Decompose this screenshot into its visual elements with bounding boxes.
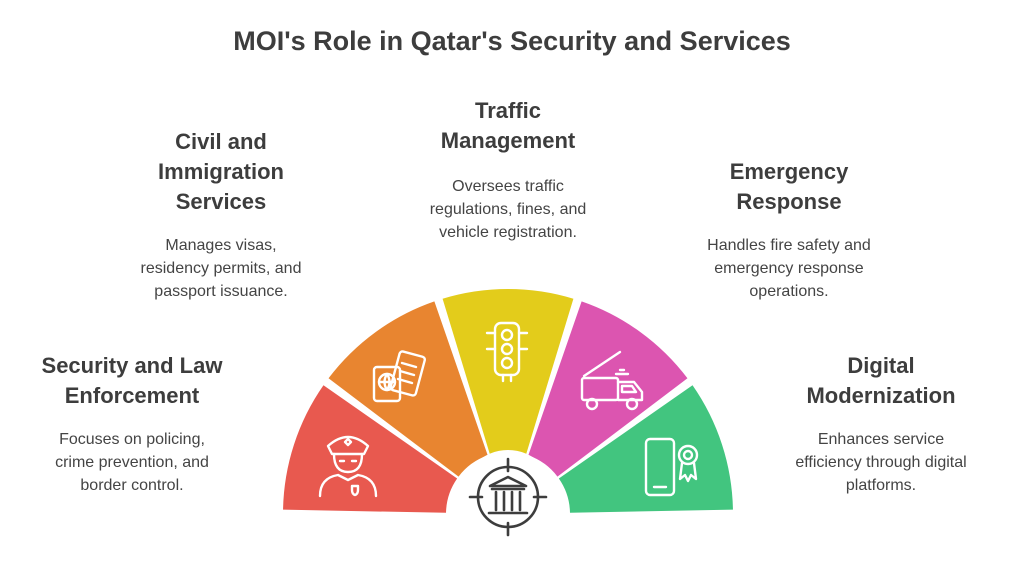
description-traffic: Oversees traffic regulations, fines, and… xyxy=(429,178,587,241)
segment-emergency xyxy=(528,301,688,477)
government-building-icon xyxy=(468,457,548,537)
mobile-certificate-icon xyxy=(644,437,699,497)
heading-digital: Digital Modernization xyxy=(806,353,956,408)
traffic-light-icon xyxy=(485,321,529,383)
description-civil-immigration: Manages visas, residency permits, and pa… xyxy=(140,237,302,300)
heading-traffic: Traffic Management xyxy=(440,98,576,153)
passport-icon xyxy=(372,350,426,403)
police-officer-icon xyxy=(318,435,378,498)
description-emergency: Handles fire safety and emergency respon… xyxy=(707,237,871,300)
segment-civil-immigration xyxy=(328,301,488,477)
heading-security: Security and Law Enforcement xyxy=(41,353,223,408)
heading-civil-immigration: Civil and Immigration Services xyxy=(158,129,284,214)
page-title: MOI's Role in Qatar's Security and Servi… xyxy=(233,26,791,56)
heading-emergency: Emergency Response xyxy=(729,159,849,214)
fire-truck-icon xyxy=(580,350,644,411)
description-digital: Enhances service efficiency through digi… xyxy=(795,431,967,494)
segment-traffic xyxy=(442,289,574,455)
description-security: Focuses on policing, crime prevention, a… xyxy=(55,431,209,494)
center-emblem xyxy=(461,450,555,544)
